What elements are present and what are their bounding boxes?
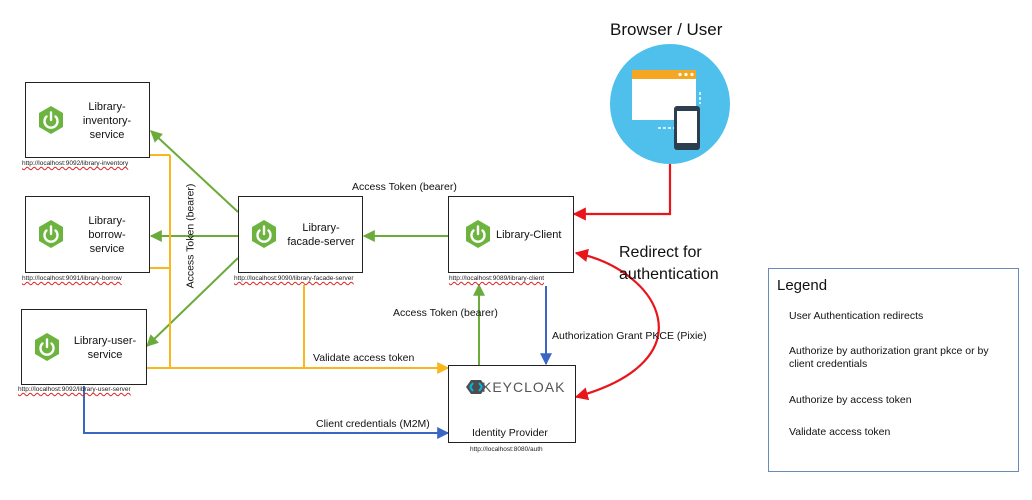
- blue-arrow-user-keycloak: [83, 386, 450, 439]
- user-service-url: http://localhost:9092/library-user-serve…: [18, 386, 131, 393]
- library-client-name: Library-Client: [496, 229, 562, 241]
- spring-power-icon: [466, 220, 490, 248]
- legend-box: [768, 268, 1019, 472]
- spring-power-icon: [252, 220, 276, 248]
- legend-title: Legend: [777, 277, 828, 294]
- keycloak-logo-text: KEYCLOAK: [482, 379, 566, 395]
- label-redirect: Redirect for authentication: [619, 244, 719, 283]
- label-access-token-mid: Access Token (bearer): [393, 307, 498, 319]
- borrow-service-url: http://localhost:9091/library-borrow: [22, 275, 122, 282]
- label-client-credentials: Client credentials (M2M): [316, 418, 430, 430]
- facade-server-url: http://localhost:9090/library-facade-ser…: [234, 275, 354, 282]
- inventory-service-name: Library- inventory- service: [82, 101, 132, 141]
- legend-item-red: User Authentication redirects: [789, 310, 924, 322]
- browser-title: Browser / User: [610, 20, 723, 39]
- user-service-name: Library-user- service: [73, 335, 137, 361]
- redirect-arrow-browser-client: [572, 158, 672, 221]
- green-arrow-facade-inventory: [150, 130, 239, 213]
- borrow-service-name: Library- borrow- service: [88, 215, 126, 255]
- library-client-url: http://localhost:9089/library-client: [449, 275, 545, 282]
- label-access-token-top: Access Token (bearer): [352, 181, 457, 193]
- identity-provider-name: Identity Provider: [472, 427, 548, 439]
- label-access-token-vertical: Access Token (bearer): [184, 183, 197, 289]
- spring-power-icon: [39, 220, 63, 248]
- spring-power-icon: [35, 333, 59, 361]
- redirect-arrow-client-keycloak: [574, 248, 660, 401]
- legend-item-blue: Authorize by authorization grant pkce or…: [789, 345, 989, 370]
- identity-provider-url: http://localhost:8080/auth: [470, 446, 543, 453]
- inventory-service-url: http://localhost:9092/library-inventory: [22, 160, 129, 167]
- legend-item-yellow: Validate access token: [789, 426, 891, 438]
- facade-server-name: Library- facade-server: [287, 222, 355, 248]
- label-validate-token: Validate access token: [313, 352, 415, 364]
- label-authz-grant: Authorization Grant PKCE (Pixie): [552, 330, 707, 342]
- identity-provider-box: [448, 365, 576, 443]
- green-arrow-facade-user: [146, 257, 239, 347]
- spring-power-icon: [39, 106, 63, 134]
- legend-item-green: Authorize by access token: [789, 394, 912, 406]
